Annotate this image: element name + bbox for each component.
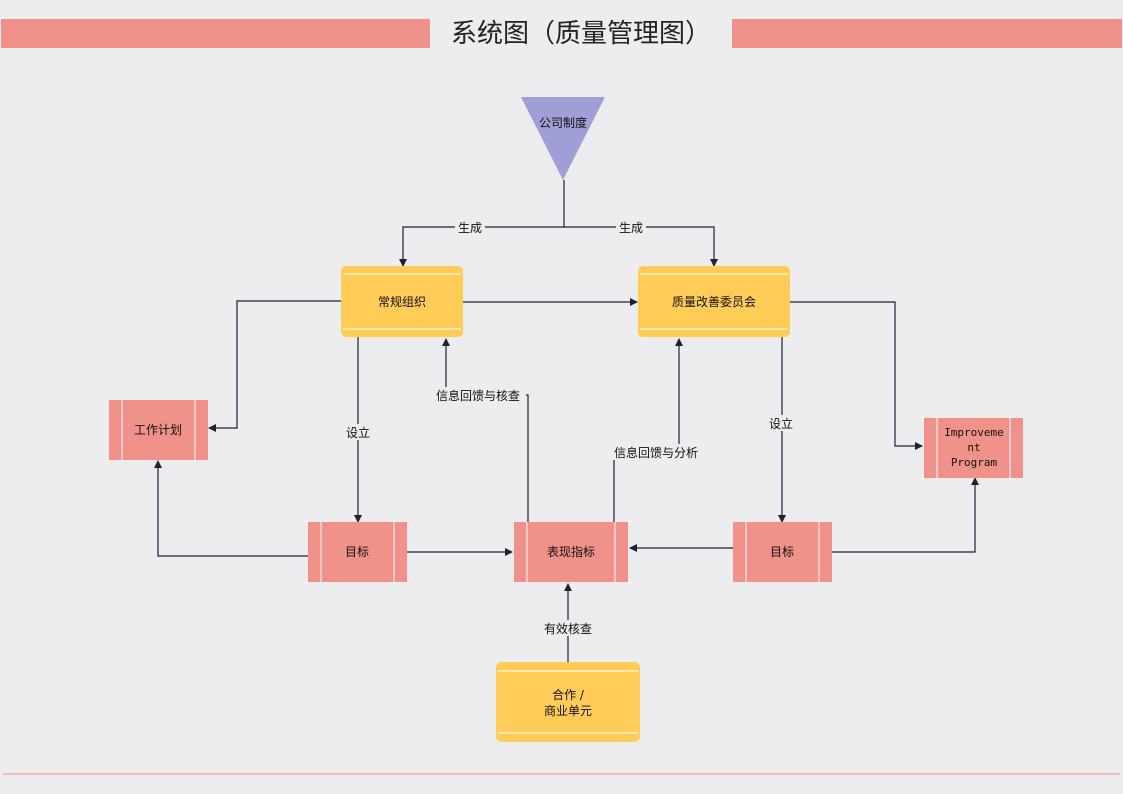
- label-generate-left: 生成: [458, 221, 482, 235]
- edge-committee-to-improvement: [790, 301, 923, 450]
- page-title: 系统图（质量管理图）: [451, 19, 711, 49]
- improvement-label-line3: Program: [951, 456, 998, 469]
- node-partner[interactable]: 合作 / 商业单元: [496, 662, 640, 742]
- improvement-label-line1: Improveme: [944, 426, 1004, 439]
- label-feedback-check: 信息回馈与核查: [436, 388, 520, 403]
- label-setup-left: 设立: [346, 425, 370, 440]
- edges: [154, 180, 979, 662]
- node-kpi[interactable]: 表现指标: [514, 522, 628, 582]
- edge-target-right-to-improvement: [832, 477, 979, 553]
- policy-triangle: [521, 97, 605, 180]
- edge-policy-to-committee: [564, 226, 718, 267]
- node-work-plan[interactable]: 工作计划: [109, 400, 208, 460]
- target-right-label: 目标: [770, 545, 794, 559]
- node-policy[interactable]: 公司制度: [521, 97, 605, 180]
- improvement-label-line2: nt: [967, 441, 980, 454]
- edge-regular-org-to-work-plan: [208, 300, 341, 432]
- label-effective-check: 有效核查: [544, 621, 592, 636]
- partner-label-line2: 商业单元: [544, 703, 592, 718]
- edge-kpi-to-regular-org: [442, 338, 529, 522]
- kpi-label: 表现指标: [547, 544, 595, 559]
- quality-committee-label: 质量改善委员会: [672, 294, 756, 309]
- banner-right-bar: [732, 19, 1122, 48]
- node-target-right[interactable]: 目标: [733, 522, 832, 582]
- regular-org-label: 常规组织: [378, 294, 426, 309]
- policy-label: 公司制度: [539, 115, 587, 130]
- partner-label-line1: 合作 /: [552, 687, 585, 702]
- target-left-label: 目标: [345, 545, 369, 559]
- edge-kpi-to-committee: [613, 338, 683, 522]
- banner-left-bar: [1, 19, 430, 48]
- label-feedback-analysis: 信息回馈与分析: [614, 445, 698, 460]
- label-setup-right: 设立: [769, 416, 793, 431]
- work-plan-label: 工作计划: [134, 423, 182, 437]
- node-quality-committee[interactable]: 质量改善委员会: [638, 266, 790, 337]
- edge-target-left-to-work-plan: [154, 460, 308, 557]
- node-regular-org[interactable]: 常规组织: [341, 266, 463, 337]
- node-target-left[interactable]: 目标: [308, 522, 407, 582]
- edge-labels: 生成 生成 设立 设立 信息回馈与核查 信息回馈与分析 有效核查: [343, 219, 796, 636]
- title-banner: 系统图（质量管理图）: [1, 19, 1122, 49]
- label-generate-right: 生成: [619, 221, 643, 235]
- node-improvement-program[interactable]: Improveme nt Program: [924, 418, 1023, 478]
